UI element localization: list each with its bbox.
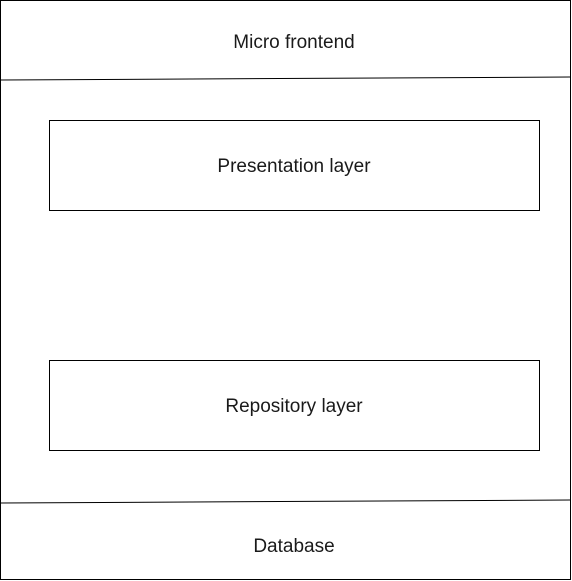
repository-layer-box: Repository layer bbox=[49, 360, 540, 451]
bottom-divider bbox=[0, 499, 571, 504]
repository-layer-label: Repository layer bbox=[225, 396, 363, 417]
top-divider bbox=[0, 76, 571, 81]
presentation-layer-box: Presentation layer bbox=[49, 120, 540, 211]
presentation-layer-rect bbox=[49, 120, 540, 211]
presentation-layer-label: Presentation layer bbox=[217, 156, 371, 177]
micro-frontend-label: Micro frontend bbox=[233, 32, 354, 53]
database-label: Database bbox=[253, 536, 334, 557]
repository-layer-rect bbox=[49, 360, 540, 451]
